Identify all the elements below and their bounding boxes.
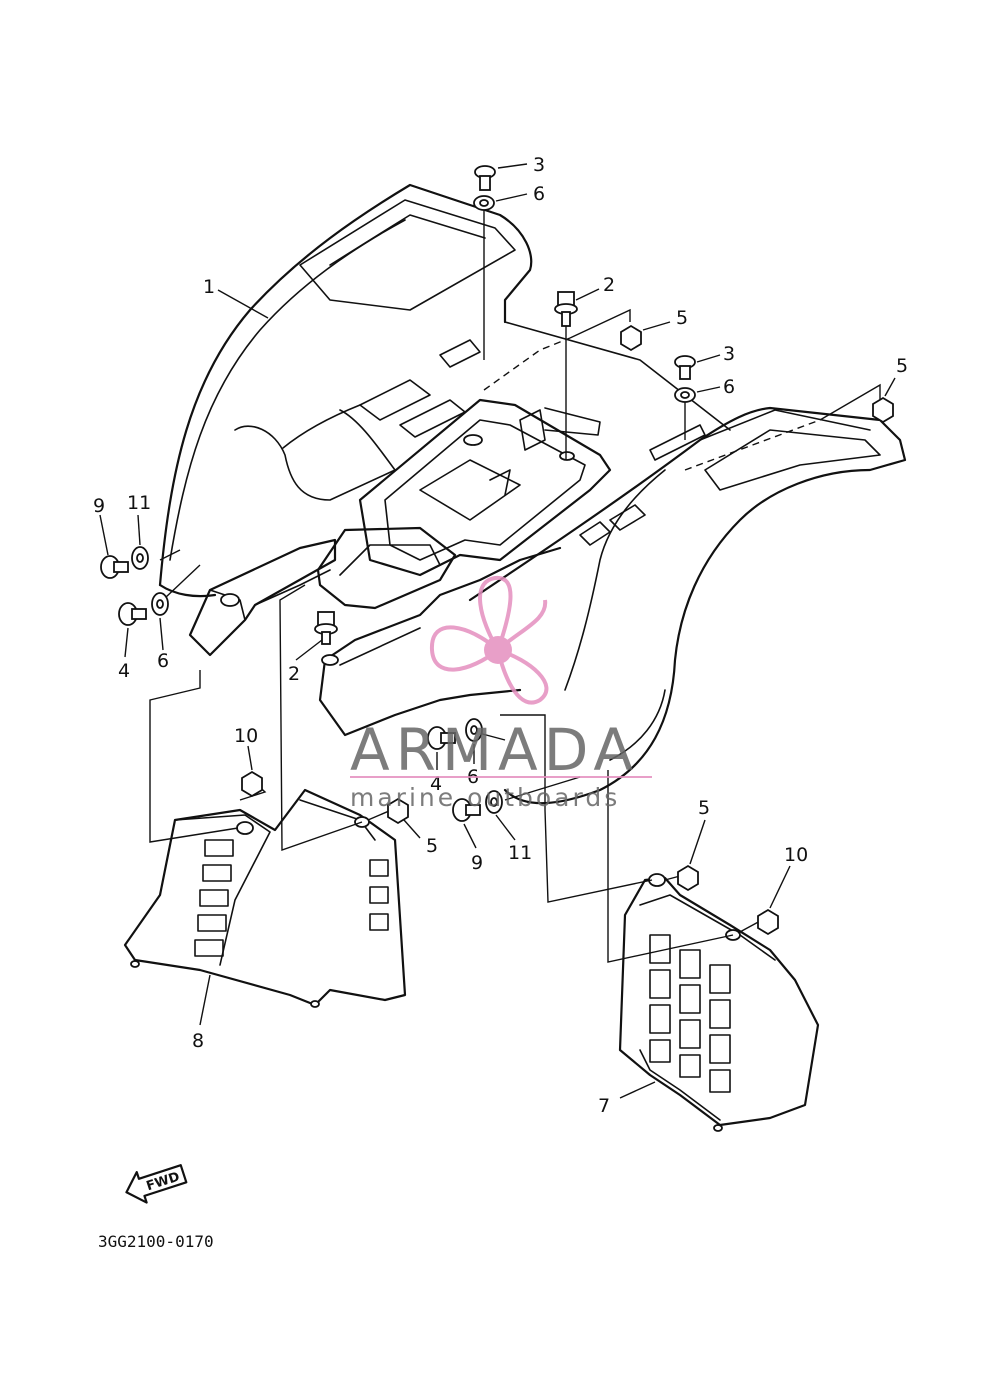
washer-11-center-icon [485, 790, 503, 814]
callout-4-center: 4 [430, 773, 442, 795]
callout-10-right: 10 [784, 844, 808, 866]
watermark-brand: ARMADA [350, 716, 639, 784]
nut-5-right-icon [872, 396, 894, 424]
callout-10-left: 10 [234, 725, 258, 747]
callout-5-right: 5 [896, 355, 908, 377]
callout-9-left: 9 [93, 495, 105, 517]
nut-10-left-icon [241, 770, 263, 798]
right-flap-vents [649, 934, 731, 1093]
fwd-arrow-icon: FWD [125, 1164, 188, 1204]
callout-11-center: 11 [508, 842, 532, 864]
callout-9-center: 9 [471, 852, 483, 874]
nut-5-center-icon [387, 797, 409, 825]
washer-11-left-icon [131, 546, 149, 570]
callout-leaders [99, 163, 896, 1099]
left-flap-vents [194, 839, 389, 957]
nut-5-lower-right-icon [677, 864, 699, 892]
callout-8: 8 [192, 1030, 204, 1052]
nut-5-top-icon [620, 324, 642, 352]
callout-2-top: 2 [603, 274, 615, 296]
callout-1: 1 [203, 276, 215, 298]
callout-3-right: 3 [723, 343, 735, 365]
callout-6-right: 6 [723, 376, 735, 398]
right-mud-flap [618, 873, 820, 1132]
callout-11-left: 11 [127, 492, 151, 514]
callout-5-center: 5 [426, 835, 438, 857]
callout-labels: 1 3 6 2 5 3 6 5 9 11 4 6 2 10 5 4 6 9 11… [93, 154, 908, 1117]
callout-6-left: 6 [157, 650, 169, 672]
screw-9-left-icon [100, 555, 129, 579]
screw-3-top-icon [474, 165, 496, 191]
screw-3-right-icon [674, 355, 696, 380]
washer-6-right-icon [674, 387, 696, 403]
screw-4-center-icon [427, 726, 456, 750]
callout-3-top: 3 [533, 154, 545, 176]
watermark-tagline: marine outboards [350, 783, 620, 812]
assembly-guide-lines [149, 210, 881, 963]
left-mud-flap [123, 788, 407, 1008]
callout-5-top: 5 [676, 307, 688, 329]
washer-6-left-icon [151, 592, 169, 616]
washer-6-top-icon [473, 195, 495, 211]
screw-4-left-icon [118, 602, 147, 626]
screw-9-center-icon [452, 798, 481, 822]
bolt-2-top-icon [554, 291, 578, 327]
nut-10-right-icon [757, 908, 779, 936]
washer-6-center-icon [465, 718, 483, 742]
callout-6-top: 6 [533, 183, 545, 205]
armada-watermark: ARMADA marine outboards [350, 575, 652, 812]
callout-4-left: 4 [118, 660, 130, 682]
callout-7: 7 [598, 1095, 610, 1117]
rear-fender [158, 183, 907, 805]
figure-code: 3GG2100-0170 [98, 1232, 214, 1251]
propeller-logo-icon [429, 575, 549, 705]
bolt-2-lower-icon [314, 611, 338, 645]
fasteners [100, 165, 894, 936]
callout-2-lower: 2 [288, 663, 300, 685]
callout-5-lower-right: 5 [698, 797, 710, 819]
